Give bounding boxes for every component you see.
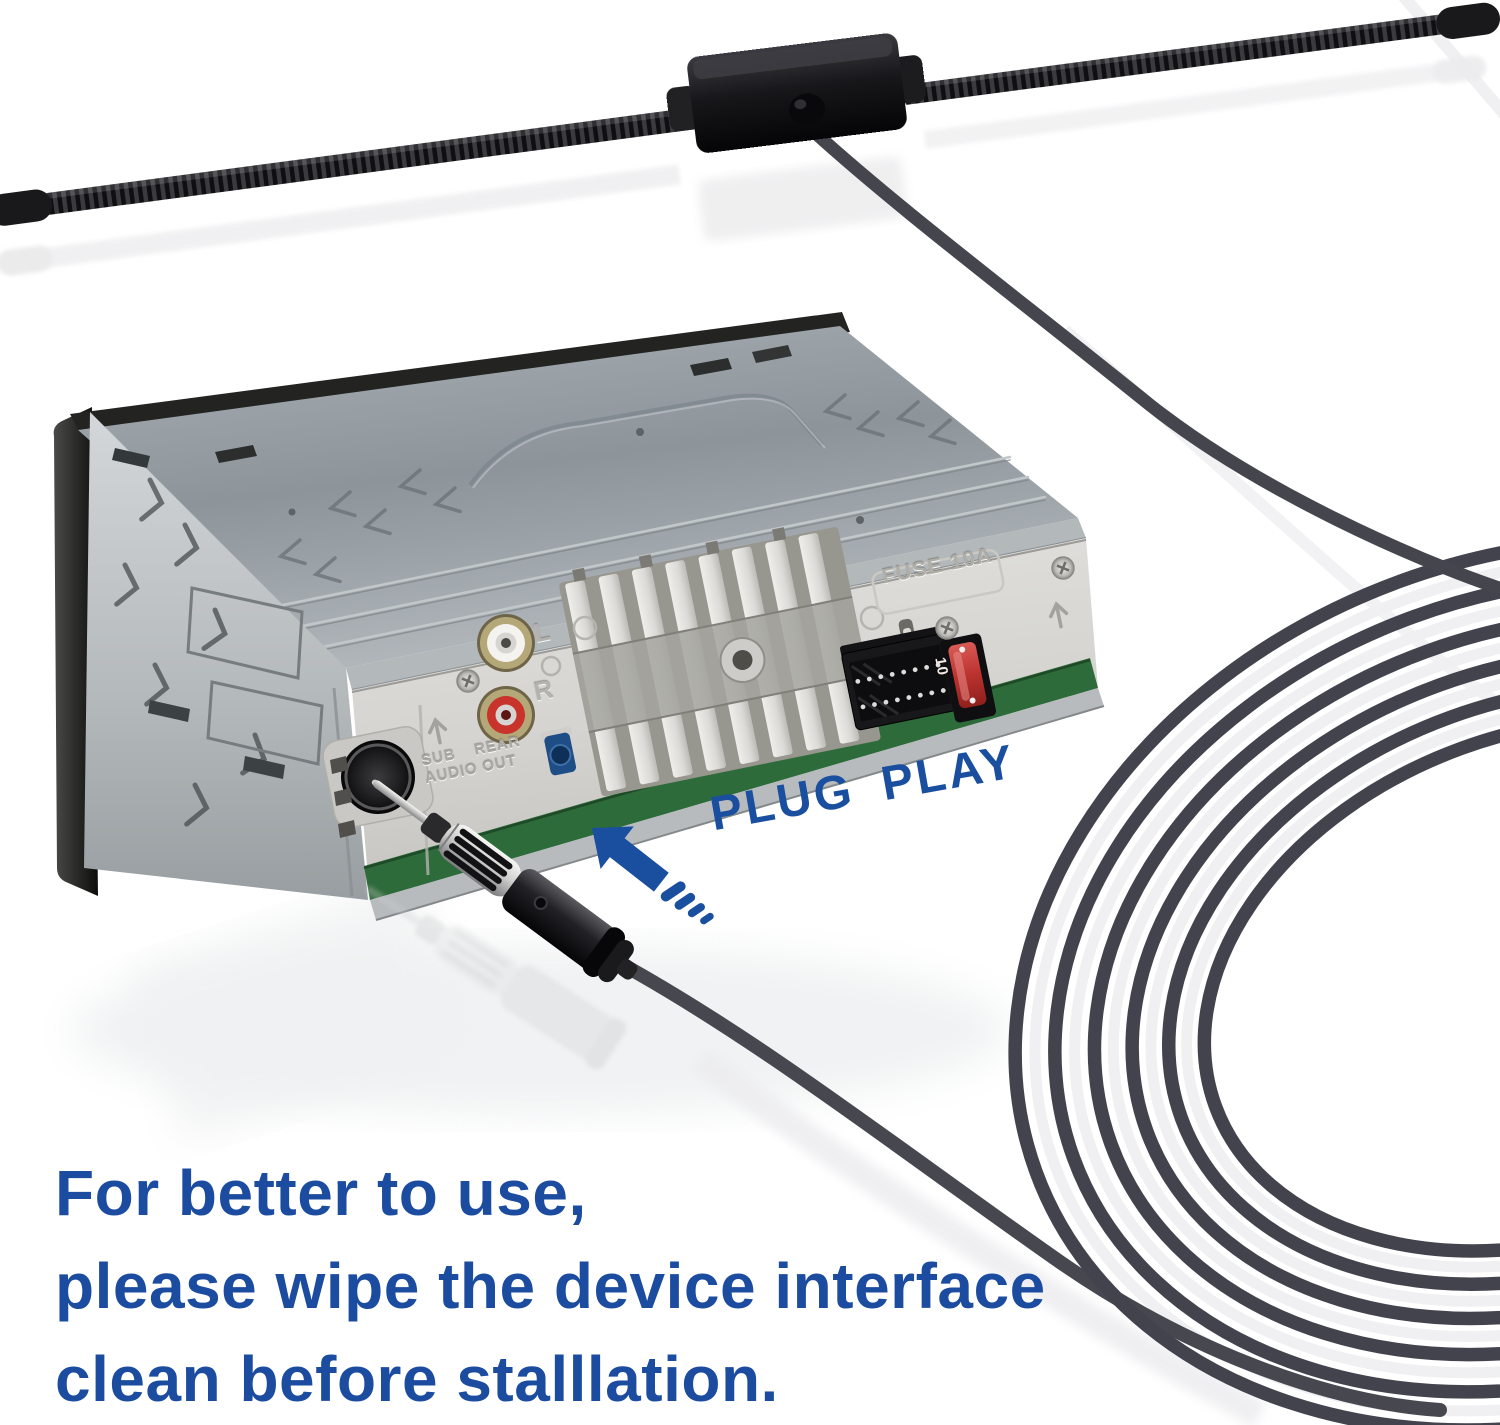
coiled-antenna-cable <box>611 123 1500 1425</box>
car-stereo <box>53 312 1105 921</box>
antenna-feed-cable <box>805 123 1500 596</box>
antenna-plug <box>371 779 638 983</box>
blue-connector <box>540 726 577 776</box>
plug-reflection <box>365 886 627 1070</box>
caption-line-3: clean before stalllation. <box>55 1342 779 1415</box>
iso-connector <box>840 626 959 731</box>
sleeve-bottom-lip <box>370 688 1104 920</box>
plug-cable <box>611 955 1447 1417</box>
caption: For better to use, please wipe the devic… <box>55 1147 1046 1425</box>
fuse-value-label: 10 <box>931 656 952 678</box>
blade-fuse <box>939 633 997 723</box>
caption-line-1: For better to use, <box>55 1157 587 1229</box>
antenna-left-rod <box>0 106 702 226</box>
screw <box>934 615 960 641</box>
caption-line-2: please wipe the device interface <box>55 1249 1046 1322</box>
rear-panel <box>322 527 1105 921</box>
antenna-right-rod <box>903 2 1500 105</box>
rca-jack-right <box>477 686 535 744</box>
rca-jack-left <box>477 614 535 672</box>
dipole-antenna <box>0 2 1500 226</box>
screw <box>455 668 481 694</box>
fuse-plate <box>871 549 1005 615</box>
plug-direction-arrow-icon <box>592 826 714 925</box>
screw <box>1050 555 1076 581</box>
antenna-center-box <box>666 33 926 153</box>
heatsink <box>559 527 881 797</box>
